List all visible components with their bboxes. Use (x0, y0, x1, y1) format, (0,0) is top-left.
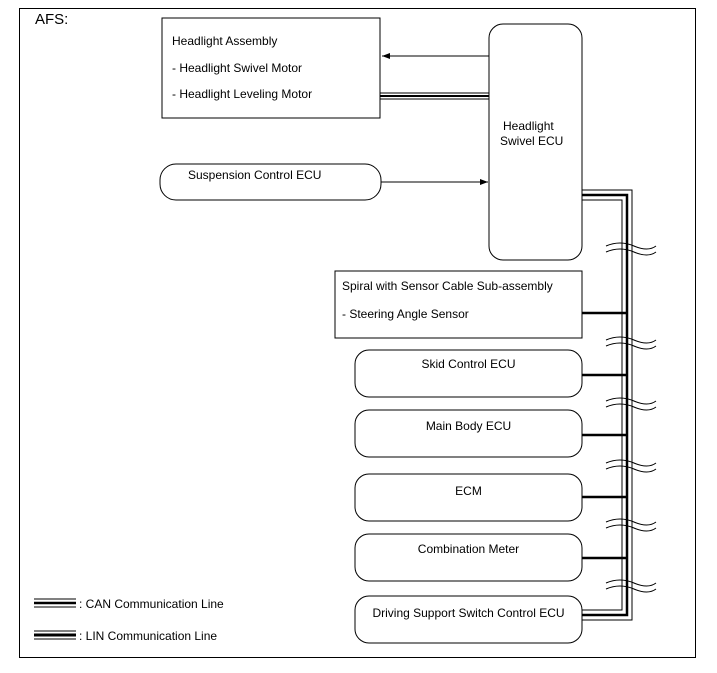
swivel-ecu-label-line1: Headlight (503, 119, 554, 133)
suspension-control-ecu-label: Suspension Control ECU (188, 168, 322, 182)
bus-break-marks (605, 242, 657, 593)
skid-control-ecu-box (354, 349, 583, 398)
headlight-assembly-box (161, 17, 381, 119)
legend-can-symbol (34, 598, 76, 608)
main-body-ecu-label: Main Body ECU (425, 419, 512, 433)
can-bus (582, 189, 633, 621)
swivel-ecu-label-line2: Swivel ECU (500, 134, 564, 148)
ecm-label: ECM (455, 484, 482, 498)
legend-lin-label: : LIN Communication Line (79, 629, 218, 643)
spiral-cable-box (334, 270, 583, 339)
spiral-cable-title: Spiral with Sensor Cable Sub-assembly (342, 279, 553, 293)
diagram-title: AFS: (35, 11, 69, 28)
legend-lin-symbol (34, 630, 76, 640)
legend-can-label: : CAN Communication Line (79, 597, 224, 611)
skid-control-ecu-label: Skid Control ECU (421, 357, 516, 371)
driving-support-ecu-label: Driving Support Switch Control ECU (372, 606, 565, 620)
main-body-ecu-box (354, 409, 583, 458)
headlight-swivel-motor-label: - Headlight Swivel Motor (172, 61, 303, 75)
combination-meter-label: Combination Meter (417, 542, 520, 556)
steering-angle-sensor-label: - Steering Angle Sensor (342, 307, 469, 321)
headlight-leveling-motor-label: - Headlight Leveling Motor (172, 87, 313, 101)
lin-line-headlight (380, 92, 489, 100)
diagram-frame (19, 8, 696, 658)
headlight-swivel-ecu-box (488, 23, 583, 261)
headlight-assembly-title: Headlight Assembly (172, 34, 278, 48)
